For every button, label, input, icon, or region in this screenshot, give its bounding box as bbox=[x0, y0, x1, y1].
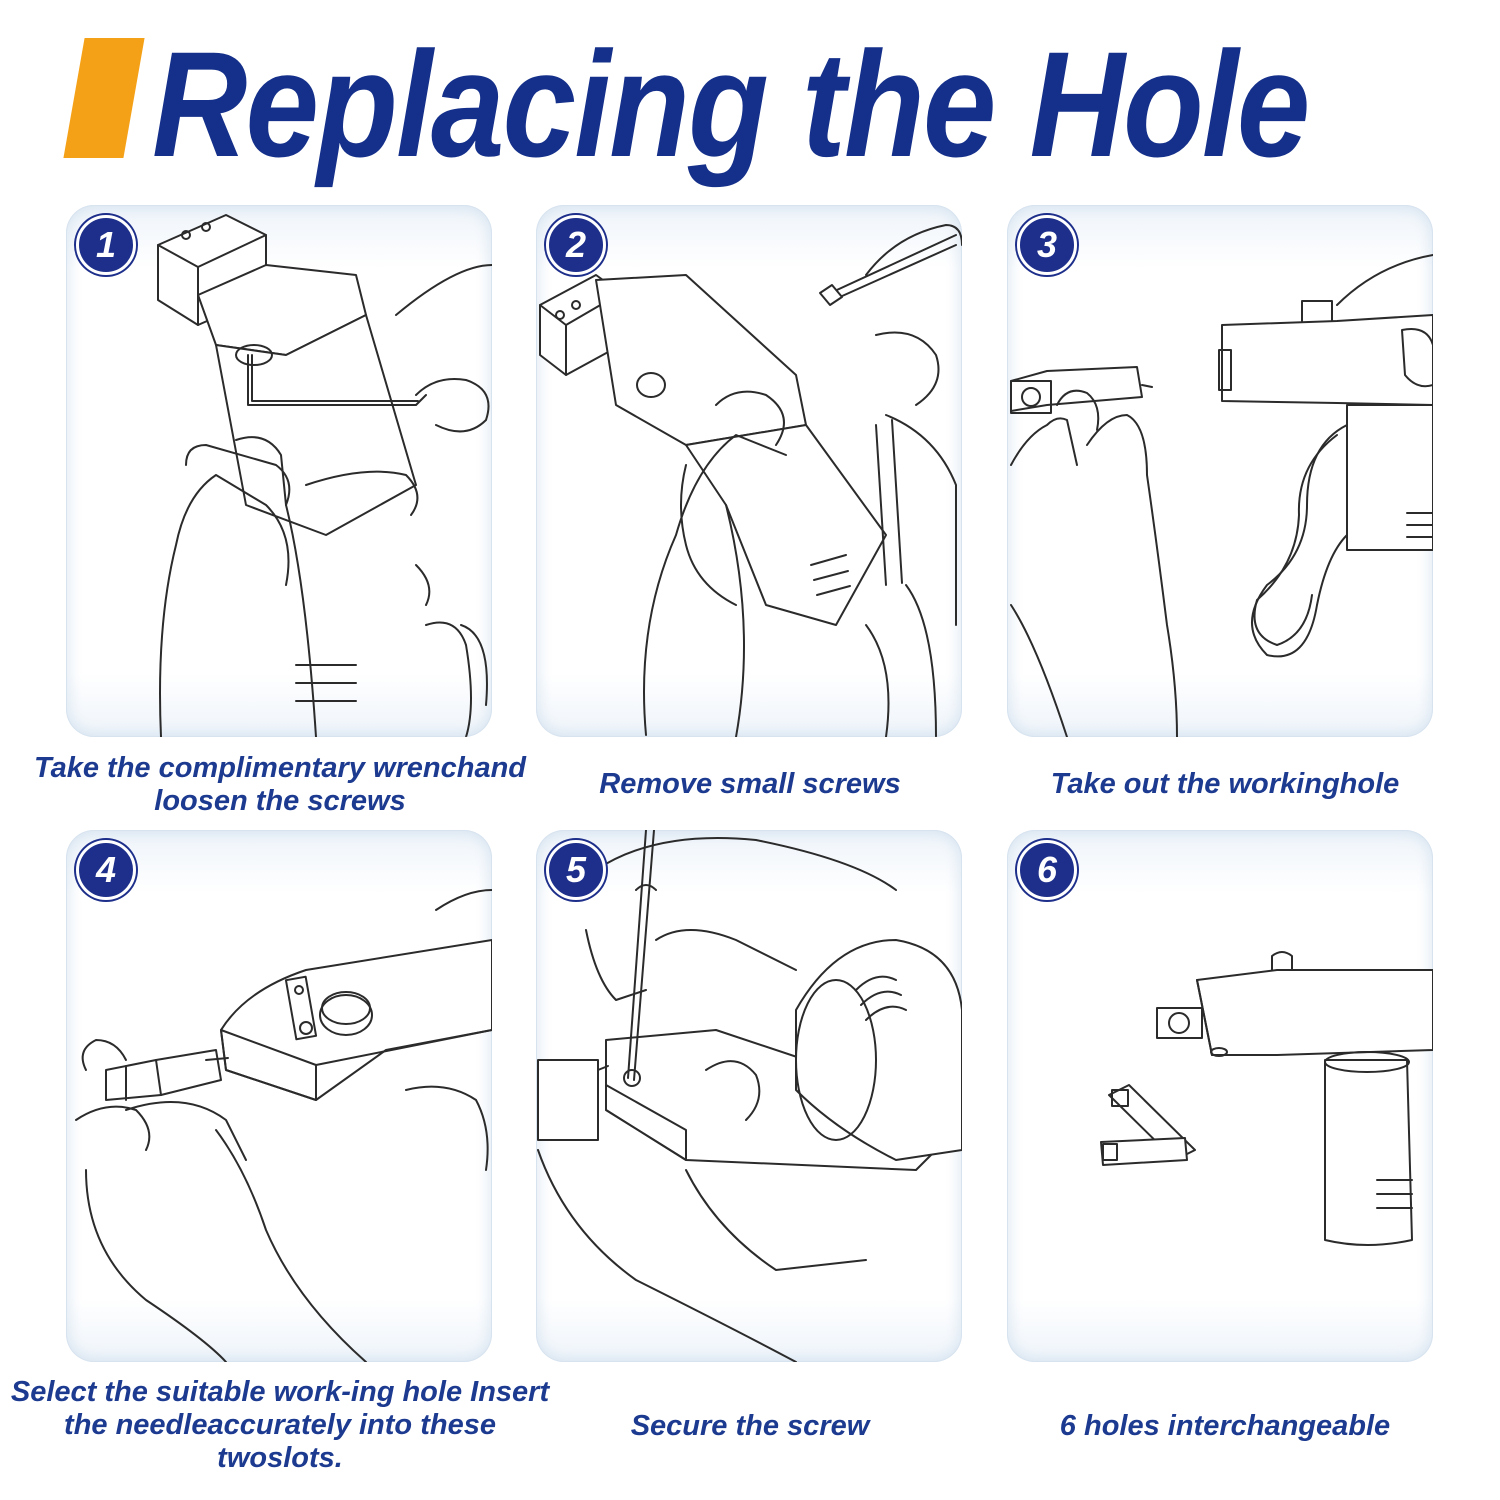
device-with-spare-holes-icon bbox=[1100, 951, 1433, 1246]
step-panel-1: 1 bbox=[66, 205, 492, 737]
step-caption-5: Secure the screw bbox=[630, 1410, 870, 1442]
step-panel-3: 3 bbox=[1007, 205, 1433, 737]
step-number-badge: 6 bbox=[1017, 840, 1077, 900]
step-panel-6: 6 bbox=[1007, 830, 1433, 1362]
step-panel-4: 4 bbox=[66, 830, 492, 1362]
step-panel-5: 5 bbox=[536, 830, 962, 1362]
step-number-badge: 5 bbox=[546, 840, 606, 900]
step-caption-4: Select the suitable work-ing hole Insert… bbox=[10, 1376, 550, 1474]
step-number-badge: 2 bbox=[546, 215, 606, 275]
step-number-badge: 1 bbox=[76, 215, 136, 275]
step-caption-6: 6 holes interchangeable bbox=[1059, 1410, 1391, 1442]
header: Replacing the Hole bbox=[63, 24, 1470, 184]
step-caption-2: Remove small screws bbox=[599, 768, 901, 800]
hand-with-allen-wrench-icon bbox=[157, 214, 492, 737]
hand-removing-hole-icon bbox=[1010, 254, 1433, 737]
hand-inserting-hole-icon bbox=[75, 889, 492, 1362]
hand-with-screwdriver-icon bbox=[539, 224, 962, 737]
step-caption-3: Take out the workinghole bbox=[1050, 768, 1400, 800]
step-panel-2: 2 bbox=[536, 205, 962, 737]
step-caption-1: Take the complimentary wrenchand loosen … bbox=[33, 752, 527, 817]
accent-bar bbox=[63, 38, 145, 158]
step-number-badge: 4 bbox=[76, 840, 136, 900]
hand-tightening-screw-icon bbox=[537, 830, 962, 1362]
step-number-badge: 3 bbox=[1017, 215, 1077, 275]
page-title: Replacing the Hole bbox=[152, 20, 1310, 188]
